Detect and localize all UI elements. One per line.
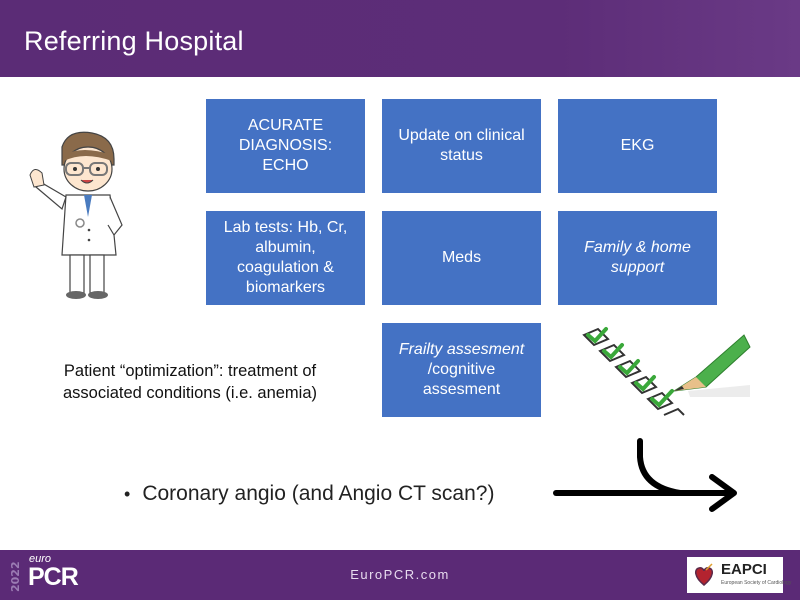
eapci-logo: EAPCI European Society of Cardiology [687, 557, 791, 593]
checklist-pencil-icon [582, 327, 751, 416]
curved-arrow-right-icon [553, 438, 737, 512]
patient-optimization-note: Patient “optimization”: treatment of ass… [62, 362, 318, 402]
footer-url-link[interactable]: EuroPCR.com [350, 567, 450, 582]
slide-header: Referring Hospital [0, 0, 800, 77]
logo-pcr-text: PCR [28, 563, 79, 591]
box-accurate-diagnosis: ACURATE DIAGNOSIS: ECHO [206, 99, 365, 193]
heart-logo-icon [694, 563, 714, 586]
cognitive-label: /cognitive assesment [422, 361, 501, 398]
box-lab-tests: Lab tests: Hb, Cr, albumin, coagulation … [206, 211, 365, 305]
slide-footer [0, 550, 800, 600]
europcr-year-mark: 2022 [9, 561, 21, 592]
box-clinical-status: Update on clinical status [382, 99, 541, 193]
logo-euro-text: euro [29, 553, 52, 565]
bullet-text: Coronary angio (and Angio CT scan?) [142, 482, 495, 505]
frailty-label: Frailty assesment [398, 341, 525, 358]
eapci-name: EAPCI [721, 561, 767, 578]
doctor-illustration-icon [29, 131, 123, 299]
box-ekg: EKG [558, 99, 717, 193]
bullet-coronary-angio: • Coronary angio (and Angio CT scan?) [124, 482, 494, 506]
logo-year-text: 2022 [9, 561, 21, 592]
slide-title: Referring Hospital [24, 26, 244, 56]
box-frailty-assessment: Frailty assesment /cognitive assesment [382, 323, 541, 417]
box-family-support: Family & home support [558, 211, 717, 305]
box-meds: Meds [382, 211, 541, 305]
bullet-marker: • [124, 483, 131, 504]
eapci-subtitle: European Society of Cardiology [721, 580, 792, 586]
